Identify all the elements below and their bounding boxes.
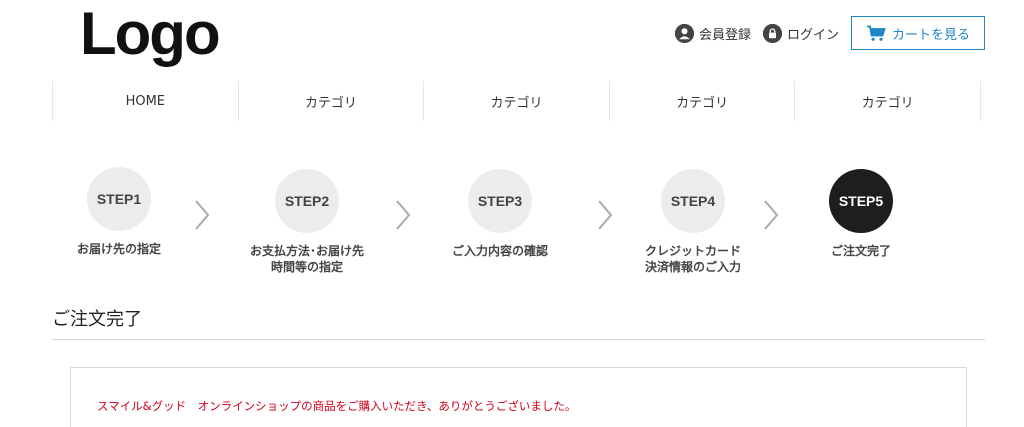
step-label-line: クレジットカード [644,244,741,258]
step-label-line: お支払方法･お届け先 [249,244,364,258]
step-3: STEP3 ご入力内容の確認 [415,169,585,259]
login-link[interactable]: ログイン [762,23,839,43]
nav-item-category[interactable]: カテゴリ [423,81,609,121]
nav-item-category[interactable]: カテゴリ [608,81,795,121]
step-2: STEP2 お支払方法･お届け先 時間等の指定 [222,169,392,275]
chevron-right-icon [396,200,411,230]
view-cart-label: カートを見る [891,27,970,43]
lock-icon [762,23,782,43]
step-badge: STEP4 [661,169,725,233]
step-label-line: 時間等の指定 [270,260,343,274]
global-nav: HOME カテゴリ カテゴリ カテゴリ カテゴリ [52,81,981,121]
step-1: STEP1 お届け先の指定 [34,167,204,257]
chevron-right-icon [195,200,210,230]
divider [52,339,985,340]
thank-you-box: スマイル&グッド オンラインショップの商品をご購入いただき、ありがとうございまし… [70,367,967,427]
cart-icon [866,25,886,41]
nav-item-home[interactable]: HOME [52,81,238,121]
chevron-right-icon [598,200,613,230]
step-badge: STEP5 [829,169,893,233]
step-5: STEP5 ご注文完了 [776,169,946,259]
user-icon [674,23,694,43]
step-label: お支払方法･お届け先 時間等の指定 [222,243,392,275]
nav-item-category[interactable]: カテゴリ [237,81,424,121]
view-cart-button[interactable]: カートを見る [851,16,985,50]
step-badge: STEP2 [275,169,339,233]
step-label-line: ご注文完了 [830,244,891,258]
step-badge: STEP3 [468,169,532,233]
step-label: クレジットカード 決済情報のご入力 [608,243,778,275]
nav-item-category[interactable]: カテゴリ [794,81,981,121]
page-title: ご注文完了 [52,309,142,330]
step-label-line: 決済情報のご入力 [644,260,741,274]
site-logo[interactable]: Logo [80,0,221,67]
step-label: ご入力内容の確認 [415,243,585,259]
register-label: 会員登録 [698,27,751,43]
login-label: ログイン [786,27,839,43]
step-badge: STEP1 [87,167,151,231]
step-label-line: ご入力内容の確認 [451,244,548,258]
chevron-right-icon [764,200,779,230]
step-label: お届け先の指定 [34,241,204,257]
thank-you-message: スマイル&グッド オンラインショップの商品をご購入いただき、ありがとうございまし… [97,399,577,413]
header-links: 会員登録 ログイン カートを見る [674,16,985,50]
step-label-line: お届け先の指定 [76,242,161,256]
register-link[interactable]: 会員登録 [674,23,751,43]
step-4: STEP4 クレジットカード 決済情報のご入力 [608,169,778,275]
step-label: ご注文完了 [776,243,946,259]
